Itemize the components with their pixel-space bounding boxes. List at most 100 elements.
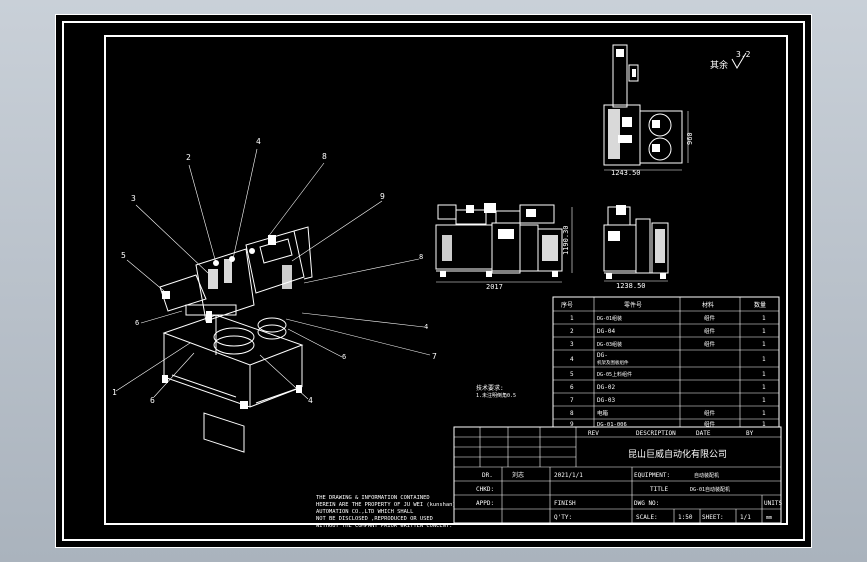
balloon-labels: 2 4 3 8 5 9 8 6 4 6 7 1 6 4 [112, 137, 437, 405]
svg-text:1: 1 [762, 397, 766, 404]
svg-text:1: 1 [762, 384, 766, 391]
bom-header-qty: 数量 [754, 301, 766, 309]
svg-text:1: 1 [762, 328, 766, 335]
rev-header-by: BY [746, 430, 754, 437]
qty-label: Q'TY: [554, 514, 572, 521]
bom-header-mat: 材料 [702, 301, 714, 309]
svg-text:DG-01组装: DG-01组装 [597, 315, 622, 322]
scale-value: 1:50 [678, 514, 693, 521]
equipment-value: 自动装配机 [694, 472, 719, 479]
equipment-label: EQUIPMENT: [634, 472, 670, 479]
front-height-dim: 1190.30 [562, 225, 570, 255]
outer-frame [62, 21, 805, 541]
bom-row: 6 DG-02 1 [570, 384, 766, 391]
balloon-2: 2 [186, 153, 191, 162]
rev-header-date: DATE [696, 430, 711, 437]
confidential-note: THE DRAWING & INFORMATION CONTAINED HERE… [316, 495, 456, 529]
svg-text:1: 1 [762, 356, 766, 363]
svg-text:DG-: DG- [597, 352, 608, 359]
dr-name: 刘志 [512, 471, 524, 479]
svg-text:DG-04: DG-04 [597, 328, 615, 335]
bom-row: 2 DG-04 组件 1 [570, 327, 766, 335]
svg-text:组件: 组件 [704, 340, 716, 348]
bom-table: 序号 零件号 材料 数量 1 DG-01组装 组件 1 2 DG-04 组件 1… [552, 296, 780, 428]
drawing-date: 2021/1/1 [554, 472, 583, 479]
svg-text:6: 6 [570, 384, 574, 391]
svg-text:3: 3 [570, 341, 574, 348]
bom-row: 1 DG-01组装 组件 1 [570, 314, 766, 322]
svg-text:1: 1 [762, 421, 766, 428]
front-view: 2017 1190.30 [435, 203, 573, 291]
side-width-dim: 1238.50 [616, 282, 646, 290]
bom-header-no: 序号 [561, 301, 573, 309]
drawing-sheet: 其余 3.2 1243.50 960 [55, 14, 812, 548]
roughness-value: 3.2 [736, 50, 751, 59]
tech-note-title: 技术要求: [476, 384, 504, 392]
balloon-8b: 8 [419, 253, 423, 261]
sheet-label: SHEET: [702, 514, 724, 521]
scale-label: SCALE: [636, 514, 658, 521]
confidential-line-5: WITHOUT THE COMPANY PRIOR WRITTEN CONCEN… [316, 523, 452, 529]
balloon-7: 7 [432, 352, 437, 361]
bom-header-code: 零件号 [624, 301, 642, 309]
svg-text:1: 1 [762, 341, 766, 348]
dwg-no-label: DWG NO: [634, 500, 659, 507]
bom-row: 7 DG-03 1 [570, 397, 766, 404]
svg-text:机架及围板组件: 机架及围板组件 [597, 359, 629, 366]
balloon-6c: 6 [342, 353, 346, 361]
bom-row: 5 DG-05上料组件 1 [570, 371, 766, 378]
svg-text:电箱: 电箱 [597, 409, 609, 417]
roughness-symbol [731, 52, 747, 69]
balloon-1: 1 [112, 388, 117, 397]
isometric-view [159, 226, 313, 453]
bom-row: 3 DG-03组装 组件 1 [570, 340, 766, 348]
balloon-4c: 4 [308, 396, 313, 405]
svg-text:1: 1 [762, 410, 766, 417]
title-label: TITLE [650, 486, 668, 493]
balloon-6b: 6 [135, 319, 139, 327]
svg-text:5: 5 [570, 371, 574, 378]
confidential-line-3: AUTOMATION CO.,LTD WHICH SHALL [316, 509, 413, 515]
svg-text:DG-03组装: DG-03组装 [597, 341, 622, 348]
dr-label: DR. [482, 472, 493, 479]
svg-text:组件: 组件 [704, 420, 716, 428]
svg-text:DG-03: DG-03 [597, 397, 615, 404]
rev-header-desc: DESCRIPTION [636, 430, 676, 437]
tech-note: 技术要求: 1.未注明倒角0.5 [476, 384, 516, 399]
balloon-3: 3 [131, 194, 136, 203]
rev-header-rev: REV [588, 430, 599, 437]
appd-label: APPD: [476, 500, 494, 507]
balloon-8: 8 [322, 152, 327, 161]
svg-text:2: 2 [570, 328, 574, 335]
finish-label: FINISH [554, 500, 576, 507]
side-view: 1238.50 [603, 205, 669, 290]
bom-row: 4 DG- 机架及围板组件 1 [570, 352, 766, 366]
bom-row: 8 电箱 组件 1 [570, 409, 766, 417]
svg-text:DG-01-006: DG-01-006 [597, 422, 627, 428]
svg-text:8: 8 [570, 410, 574, 417]
svg-text:DG-02: DG-02 [597, 384, 615, 391]
roughness-note: 其余 3.2 [710, 50, 751, 71]
sheet-value: 1/1 [740, 514, 751, 521]
top-view: 1243.50 960 [603, 44, 694, 177]
units-label: UNITS [764, 500, 782, 507]
confidential-line-2: HEREIN ARE THE PROPERTY OF JU WEI (kunsh… [316, 502, 456, 508]
inner-frame [104, 35, 788, 525]
leader-lines [115, 148, 431, 400]
roughness-label: 其余 [710, 59, 728, 71]
front-width-dim: 2017 [486, 283, 503, 291]
bom-row: 9 DG-01-006 组件 1 [570, 420, 766, 428]
svg-text:9: 9 [570, 421, 574, 428]
title-value: DG-01自动装配机 [690, 486, 730, 493]
svg-text:1: 1 [762, 315, 766, 322]
balloon-4b: 4 [424, 323, 428, 331]
balloon-4: 4 [256, 137, 261, 146]
title-block: REV DESCRIPTION DATE BY 昆山巨威自动化有限公司 DR. … [453, 426, 782, 524]
units-value: mm [766, 515, 772, 521]
svg-text:组件: 组件 [704, 409, 716, 417]
confidential-line-4: NOT BE DISCLOSED ,REPRODUCED OR USED [316, 516, 433, 522]
svg-text:1: 1 [762, 371, 766, 378]
balloon-6: 6 [150, 396, 155, 405]
svg-text:组件: 组件 [704, 314, 716, 322]
svg-text:7: 7 [570, 397, 574, 404]
